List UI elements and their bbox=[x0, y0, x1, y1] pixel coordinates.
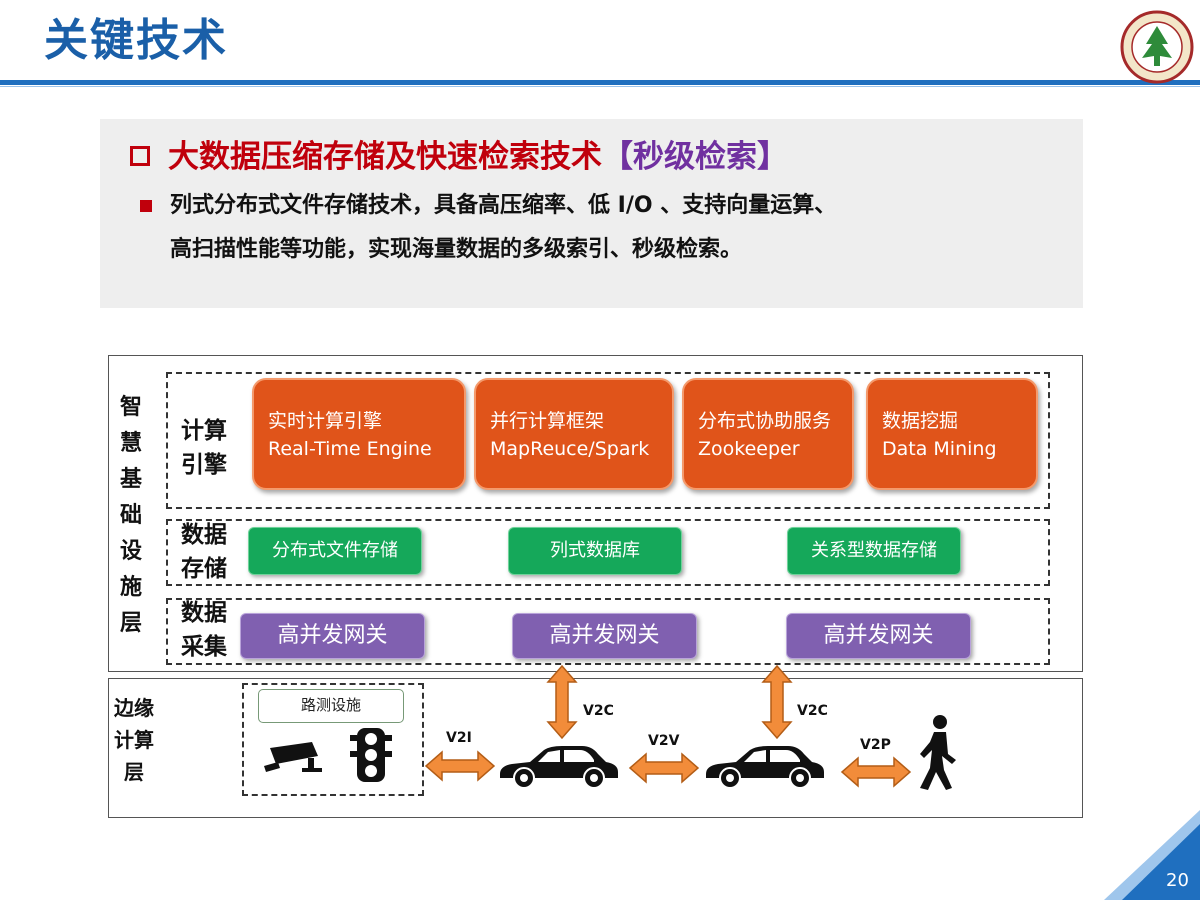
storage-columnar-db: 列式数据库 bbox=[508, 527, 682, 575]
gateway-3: 高并发网关 bbox=[786, 613, 971, 659]
card-title-en: MapReuce/Spark bbox=[490, 438, 650, 460]
arrow-v2p bbox=[840, 756, 912, 788]
arrow-v2i bbox=[424, 750, 496, 782]
page-number: 20 bbox=[1166, 870, 1189, 891]
card-title-cn: 分布式协助服务 bbox=[698, 410, 832, 432]
card-title-cn: 实时计算引擎 bbox=[268, 410, 383, 432]
body-text-line-1: 列式分布式文件存储技术，具备高压缩率、低 I/O 、支持向量运算、 bbox=[170, 193, 837, 218]
body-bullet-icon bbox=[140, 200, 152, 212]
roadside-label: 路测设施 bbox=[258, 689, 404, 723]
collect-row bbox=[166, 598, 1050, 665]
institution-logo-icon bbox=[1120, 10, 1194, 84]
label-v2v: V2V bbox=[648, 733, 680, 749]
compute-row bbox=[166, 372, 1050, 509]
card-title-en: Data Mining bbox=[882, 438, 997, 460]
label-v2i: V2I bbox=[446, 730, 472, 746]
heading-bullet-icon bbox=[130, 146, 150, 166]
label-v2c-2: V2C bbox=[797, 703, 828, 719]
body-text-line-2: 高扫描性能等功能，实现海量数据的多级索引、秒级检索。 bbox=[170, 237, 743, 262]
traffic-light-icon bbox=[350, 728, 392, 782]
title-rule bbox=[0, 80, 1200, 85]
title-rule-thin bbox=[0, 86, 1200, 87]
arrow-v2c-1 bbox=[546, 664, 578, 740]
edge-layer-label: 边缘计算层 bbox=[114, 696, 154, 784]
card-realtime-engine: 实时计算引擎 Real-Time Engine bbox=[252, 378, 466, 490]
collect-row-label: 数据采集 bbox=[181, 600, 227, 660]
arrow-v2v bbox=[628, 752, 700, 784]
card-title-cn: 数据挖掘 bbox=[882, 410, 959, 432]
infra-layer-label: 智慧基础设施层 bbox=[119, 395, 142, 636]
gateway-2: 高并发网关 bbox=[512, 613, 697, 659]
surveillance-camera-icon bbox=[264, 742, 322, 772]
card-mapreduce-spark: 并行计算框架 MapReuce/Spark bbox=[474, 378, 674, 490]
card-zookeeper: 分布式协助服务 Zookeeper bbox=[682, 378, 854, 490]
section-heading: 大数据压缩存储及快速检索技术【秒级检索】 bbox=[168, 134, 788, 180]
card-title-en: Zookeeper bbox=[698, 438, 800, 460]
car-icon bbox=[706, 746, 824, 789]
pedestrian-icon bbox=[920, 715, 956, 790]
gateway-1: 高并发网关 bbox=[240, 613, 425, 659]
storage-distributed-file: 分布式文件存储 bbox=[248, 527, 422, 575]
card-data-mining: 数据挖掘 Data Mining bbox=[866, 378, 1038, 490]
roadside-facilities-box bbox=[242, 683, 424, 796]
car-icon bbox=[500, 746, 618, 789]
heading-main: 大数据压缩存储及快速检索技术 bbox=[168, 139, 602, 175]
storage-row-label: 数据存储 bbox=[181, 522, 227, 582]
label-v2p: V2P bbox=[860, 737, 891, 753]
storage-relational: 关系型数据存储 bbox=[787, 527, 961, 575]
card-title-cn: 并行计算框架 bbox=[490, 410, 605, 432]
corner-decoration bbox=[1104, 810, 1200, 900]
arrow-v2c-2 bbox=[761, 664, 793, 740]
storage-row bbox=[166, 519, 1050, 586]
heading-accent: 【秒级检索】 bbox=[602, 139, 788, 175]
slide-title: 关键技术 bbox=[44, 15, 228, 66]
label-v2c-1: V2C bbox=[583, 703, 614, 719]
compute-row-label: 计算引擎 bbox=[181, 418, 227, 478]
highlight-box bbox=[100, 119, 1083, 308]
card-title-en: Real-Time Engine bbox=[268, 438, 432, 460]
